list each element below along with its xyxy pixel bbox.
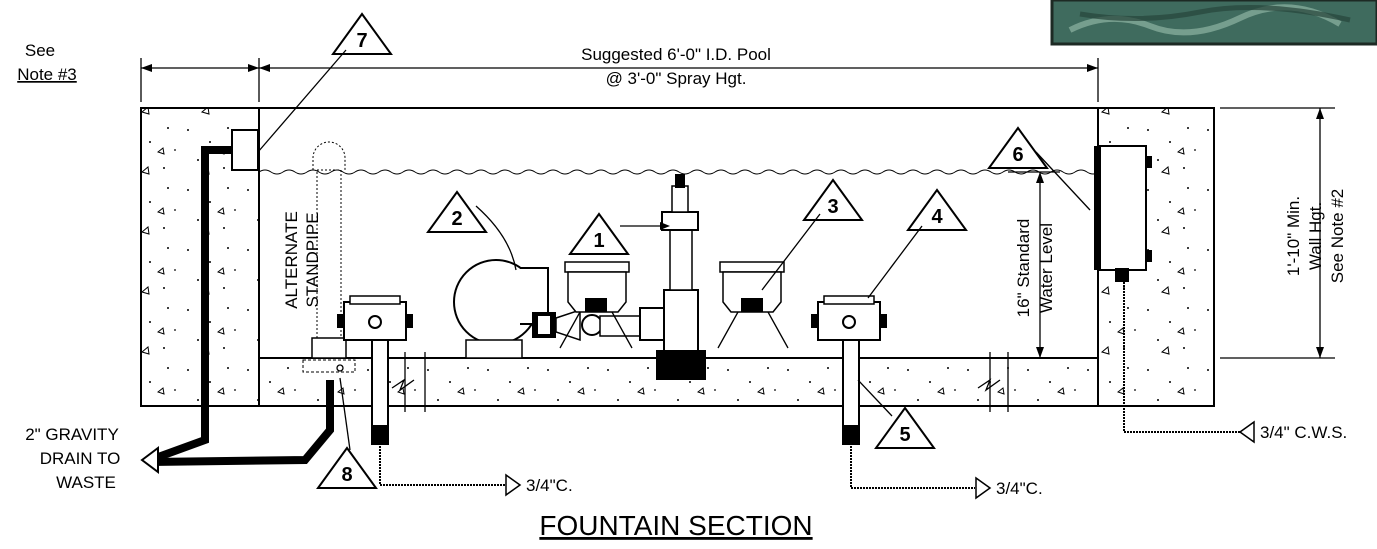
standpipe-label-line1: ALTERNATE (282, 211, 301, 309)
callout-5-label: 5 (899, 424, 910, 446)
dimension-top-line1: Suggested 6'-0" I.D. Pool (581, 45, 771, 64)
dimension-lines (140, 58, 1335, 359)
callout-4-label: 4 (931, 206, 943, 228)
callout-6-label: 6 (1012, 144, 1023, 166)
callout-4: 4 (867, 188, 968, 299)
conduit-lines (379, 282, 1240, 489)
callout-1: 1 (568, 212, 670, 255)
light-fixture-left (559, 261, 633, 349)
callout-7: 7 (257, 12, 393, 153)
break-lines (391, 352, 1009, 412)
wall-height-line2: Wall Hgt. (1306, 202, 1325, 270)
callout-8: 8 (316, 377, 378, 489)
drain-label-line3: WASTE (56, 473, 116, 492)
water-level-line1: 16" Standard (1014, 219, 1033, 318)
dimension-top-line2: @ 3'-0" Spray Hgt. (606, 69, 747, 88)
cws-label: 3/4" C.W.S. (1260, 423, 1347, 442)
callout-8-label: 8 (341, 464, 352, 486)
conduit-label-2: 3/4"C. (996, 479, 1043, 498)
cws-arrow (1238, 420, 1255, 444)
pump-piping (532, 174, 706, 380)
light-fixture-right (717, 261, 789, 349)
auto-fill-box (1094, 145, 1152, 282)
junction-box-left (337, 295, 413, 445)
callout-1-label: 1 (593, 230, 604, 252)
callout-7-label: 7 (356, 30, 367, 52)
callout-2-label: 2 (451, 208, 462, 230)
alternate-standpipe (302, 141, 356, 373)
photo-thumbnail (1050, 0, 1377, 46)
overflow-fitting (231, 129, 259, 171)
wall-height-line1: 1'-10" Min. (1284, 196, 1303, 276)
gravity-drain-pipe (148, 129, 334, 466)
conduit-arrow-2 (975, 476, 992, 500)
callout-3: 3 (761, 178, 864, 291)
pump (453, 259, 549, 359)
callout-5: 5 (857, 379, 936, 449)
drain-arrow (140, 446, 159, 474)
standpipe-label-line2: STANDPIPE (303, 212, 322, 307)
conduit-arrow-1 (505, 473, 522, 497)
see-note3-line1: See (25, 41, 55, 60)
diagram-title: FOUNTAIN SECTION (539, 510, 812, 541)
water-level-line2: Water Level (1037, 223, 1056, 313)
wall-height-line3: See Note #2 (1328, 189, 1347, 284)
drain-label-line2: DRAIN TO (40, 449, 121, 468)
drain-label-line1: 2" GRAVITY (25, 425, 119, 444)
conduit-label-1: 3/4"C. (526, 476, 573, 495)
junction-box-right (811, 295, 887, 445)
see-note3-line2: Note #3 (17, 65, 77, 84)
water-line (258, 169, 1136, 175)
callout-6: 6 (987, 126, 1091, 211)
callout-3-label: 3 (827, 196, 838, 218)
callout-2: 2 (426, 190, 517, 271)
